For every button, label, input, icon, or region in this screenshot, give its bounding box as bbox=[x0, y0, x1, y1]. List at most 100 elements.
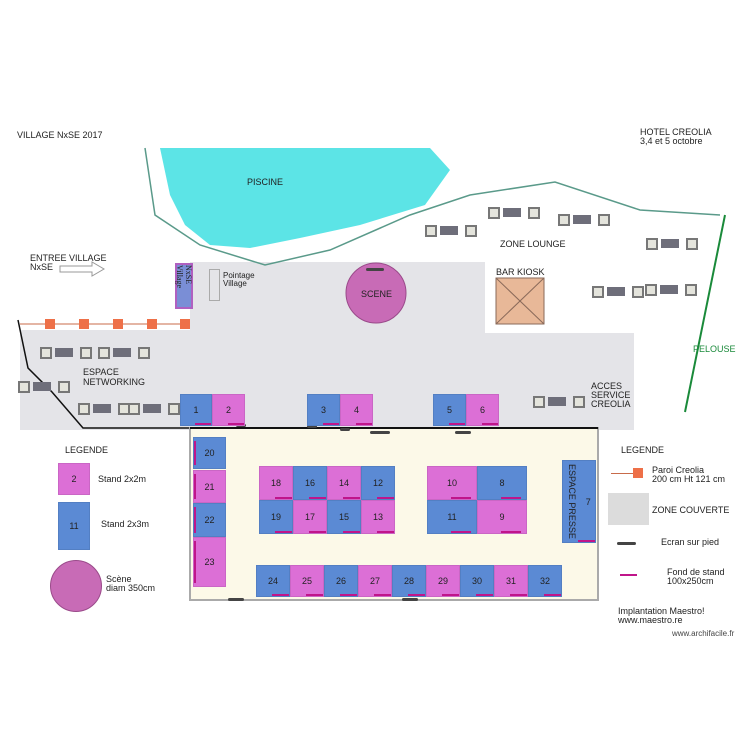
stand-18: 18 bbox=[259, 466, 293, 500]
legend-paroi-label-2: 200 cm Ht 121 cm bbox=[652, 474, 726, 484]
screen-on-stand bbox=[340, 428, 350, 431]
plan-title: VILLAGE NxSE 2017 bbox=[17, 130, 103, 140]
stand-back-wall bbox=[275, 531, 292, 533]
press-label: ESPACE PRESSE bbox=[567, 464, 578, 539]
lounge-table bbox=[607, 287, 625, 296]
stand-back-wall bbox=[544, 594, 561, 596]
chair bbox=[645, 284, 657, 296]
scene-label: SCENE bbox=[361, 289, 393, 299]
stand-number: 7 bbox=[585, 496, 591, 507]
stand-31: 31 bbox=[494, 565, 528, 597]
stand-11: 11 bbox=[427, 500, 477, 534]
stand-number: 28 bbox=[403, 576, 414, 586]
stand-back-wall bbox=[451, 531, 471, 533]
lounge-table bbox=[440, 226, 458, 235]
legend-scene-label: Scène bbox=[106, 574, 132, 584]
legend-right-title: LEGENDE bbox=[621, 445, 665, 455]
stand-back-wall bbox=[306, 594, 323, 596]
stand-number: 15 bbox=[338, 512, 349, 522]
stand-12: 12 bbox=[361, 466, 395, 500]
legend-covered-label: ZONE COUVERTE bbox=[652, 505, 730, 515]
stand-16: 16 bbox=[293, 466, 327, 500]
legend-paroi-line bbox=[611, 473, 633, 474]
chair bbox=[168, 403, 180, 415]
stand-number: 3 bbox=[320, 405, 326, 415]
paroi-block bbox=[113, 319, 123, 329]
stand-number: 8 bbox=[499, 478, 505, 488]
fence-line bbox=[144, 147, 721, 266]
stand-number: 32 bbox=[539, 576, 550, 586]
stand-number: 13 bbox=[372, 512, 383, 522]
stand-number: 10 bbox=[446, 478, 457, 488]
legend-fond-icon bbox=[620, 574, 637, 576]
stand-28: 28 bbox=[392, 565, 426, 597]
stand-back-wall bbox=[448, 423, 465, 425]
stand-22: 22 bbox=[193, 503, 226, 537]
stand-number: 30 bbox=[471, 576, 482, 586]
hotel-dates: 3,4 et 5 octobre bbox=[640, 136, 703, 146]
stand-back-wall bbox=[309, 497, 326, 499]
stand-5: 5 bbox=[433, 394, 466, 426]
lounge-table bbox=[661, 239, 679, 248]
pointage-label-2: Village bbox=[223, 279, 247, 288]
screen-on-stand bbox=[228, 598, 244, 601]
chair bbox=[685, 284, 697, 296]
access-label-3: CREOLIA bbox=[591, 399, 631, 409]
legend-left-title: LEGENDE bbox=[65, 445, 109, 455]
stand-back-wall bbox=[343, 497, 360, 499]
stand-24: 24 bbox=[256, 565, 290, 597]
chair bbox=[558, 214, 570, 226]
lounge-table bbox=[33, 382, 51, 391]
lounge-table bbox=[55, 348, 73, 357]
legend-screen-label: Ecran sur pied bbox=[661, 537, 720, 547]
stand-back-wall bbox=[272, 594, 289, 596]
stand-1: 1 bbox=[180, 394, 212, 426]
stand-back-wall bbox=[275, 497, 292, 499]
access-label: ACCES bbox=[591, 381, 623, 391]
stand-10: 10 bbox=[427, 466, 477, 500]
stand-number: 27 bbox=[369, 576, 380, 586]
lounge-table bbox=[573, 215, 591, 224]
legend-stand-2x2-label: Stand 2x2m bbox=[98, 474, 147, 484]
stand-number: 24 bbox=[267, 576, 278, 586]
stand-number: 6 bbox=[479, 405, 485, 415]
pool-label: PISCINE bbox=[247, 177, 284, 187]
stand-back-wall bbox=[377, 497, 394, 499]
legend-stand-2x2-sample: 2 bbox=[58, 463, 90, 495]
chair bbox=[80, 347, 92, 359]
stand-back-wall bbox=[343, 531, 360, 533]
stand-9: 9 bbox=[477, 500, 527, 534]
stand-number: 9 bbox=[499, 512, 505, 522]
stand-number: 22 bbox=[204, 515, 215, 525]
paroi-block bbox=[180, 319, 190, 329]
networking-label-2: NETWORKING bbox=[83, 377, 145, 387]
sign-text: NxSE Village bbox=[175, 265, 193, 289]
stand-number: 23 bbox=[204, 557, 215, 567]
chair bbox=[598, 214, 610, 226]
chair bbox=[533, 396, 545, 408]
stand-number: 25 bbox=[301, 576, 312, 586]
stand-number: 17 bbox=[304, 512, 315, 522]
scene-screen bbox=[366, 268, 384, 271]
chair bbox=[632, 286, 644, 298]
stand-back-wall bbox=[510, 594, 527, 596]
stand-3: 3 bbox=[307, 394, 340, 426]
pointage-label: Pointage bbox=[223, 271, 255, 280]
legend-scene-sample bbox=[50, 560, 102, 612]
bar-label: BAR KIOSK bbox=[496, 267, 545, 277]
chair bbox=[528, 207, 540, 219]
hotel-name: HOTEL CREOLIA bbox=[640, 127, 712, 137]
stand-number: 11 bbox=[447, 512, 457, 522]
stand-back-wall bbox=[501, 497, 521, 499]
legend-fond-label-2: 100x250cm bbox=[667, 576, 714, 586]
lounge-table bbox=[503, 208, 521, 217]
stand-number: 16 bbox=[304, 478, 315, 488]
legend-stand-2x3-sample: 11 bbox=[58, 502, 90, 550]
access-label-2: SERVICE bbox=[591, 390, 631, 400]
stand-8: 8 bbox=[477, 466, 527, 500]
stand-27: 27 bbox=[358, 565, 392, 597]
stand-back-wall bbox=[578, 540, 595, 542]
stand-30: 30 bbox=[460, 565, 494, 597]
scene-circle bbox=[345, 262, 407, 324]
